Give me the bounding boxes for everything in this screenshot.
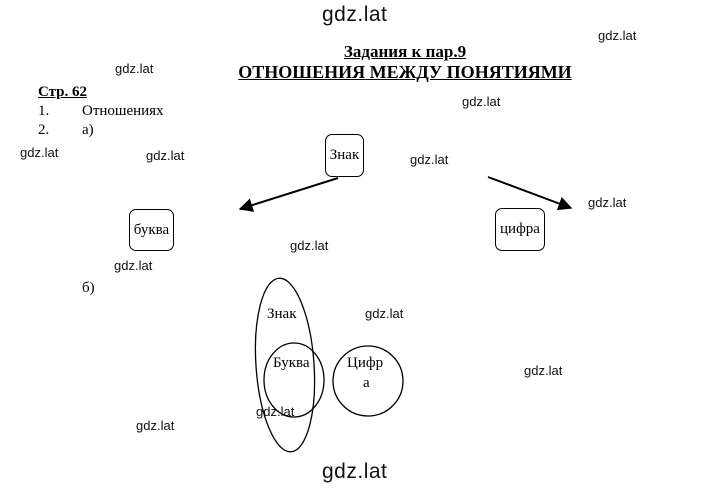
watermark: gdz.lat: [462, 94, 501, 109]
assignment-title: Задания к пар.9: [343, 42, 467, 61]
right-child-box: цифра: [495, 208, 545, 251]
watermark: gdz.lat: [146, 148, 185, 163]
watermark: gdz.lat: [588, 195, 627, 210]
watermark-top: gdz.lat: [322, 3, 388, 26]
watermark-bottom: gdz.lat: [322, 460, 388, 483]
section-title: ОТНОШЕНИЯ МЕЖДУ ПОНЯТИЯМИ: [238, 62, 572, 82]
left-child-box: буква: [129, 209, 174, 251]
watermark: gdz.lat: [20, 145, 59, 160]
arrow-to-digit: [487, 176, 573, 211]
outer-set-label: Знак: [267, 306, 297, 322]
right-child-label: цифра: [500, 221, 540, 237]
outer-set-sign: [254, 277, 316, 453]
watermark: gdz.lat: [410, 152, 449, 167]
item-number-1: 1.: [38, 103, 50, 119]
root-node-box: Знак: [325, 134, 364, 177]
separate-set-label-line2: а: [363, 375, 370, 391]
watermark: gdz.lat: [290, 238, 329, 253]
left-child-label: буква: [133, 221, 170, 238]
item-text-2: а): [82, 122, 94, 138]
watermark: gdz.lat: [524, 363, 563, 378]
arrow-to-letter: [238, 177, 339, 212]
inner-set-label: Буква: [273, 355, 310, 371]
part-b-label: б): [82, 280, 95, 296]
watermark: gdz.lat: [365, 306, 404, 321]
item-number-2: 2.: [38, 122, 50, 138]
separate-set-label-line1: Цифр: [347, 355, 384, 371]
item-text-1: Отношениях: [82, 103, 164, 119]
root-node-label: Знак: [329, 147, 360, 163]
watermark: gdz.lat: [114, 258, 153, 273]
separate-set-digit: [332, 345, 404, 417]
inner-set-letter: [263, 342, 325, 418]
watermark: gdz.lat: [115, 61, 154, 76]
watermark: gdz.lat: [598, 28, 637, 43]
watermark: gdz.lat: [136, 418, 175, 433]
page-reference: Стр. 62: [38, 84, 88, 100]
